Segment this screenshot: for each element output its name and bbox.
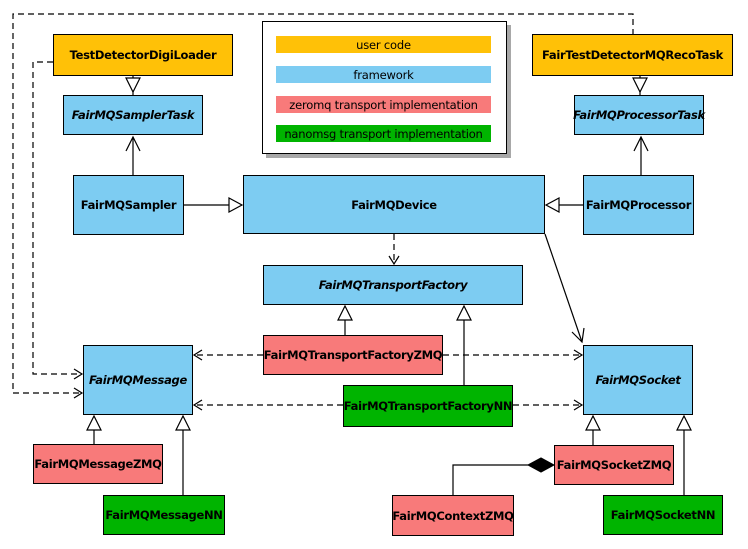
- edge-socketnn-socket: [676, 414, 692, 495]
- edge-device-socket: [544, 233, 585, 344]
- edge-socketzmq-socket: [585, 414, 601, 445]
- node-fairmqprocessor: FairMQProcessor: [583, 175, 694, 235]
- edge-factorynn-factory: [456, 304, 472, 385]
- legend-label: nanomsg transport implementation: [284, 126, 483, 141]
- edge-factoryzmq-factory: [337, 304, 353, 335]
- edge-messagezmq-message: [86, 414, 102, 444]
- edge-processor-processortask: [633, 135, 649, 175]
- edge-factoryzmq-message-dashed: [192, 349, 263, 361]
- node-fairmqtransportfactorynn: FairMQTransportFactoryNN: [343, 385, 513, 427]
- node-fairmqprocessortask: FairMQProcessorTask: [573, 95, 705, 135]
- node-fairmqsamplertask: FairMQSamplerTask: [63, 95, 203, 135]
- edge-sampler-device: [184, 196, 244, 214]
- node-fairmqmessagenn: FairMQMessageNN: [103, 495, 225, 535]
- node-testdetectordigiloader: TestDetectorDigiLoader: [53, 34, 233, 76]
- node-fairmqcontextzmq: FairMQContextZMQ: [392, 495, 514, 536]
- edge-recotask-processortask: [632, 76, 648, 95]
- edge-messagenn-message: [175, 414, 191, 495]
- legend-item-user-code: user code: [276, 36, 491, 53]
- legend-label: user code: [356, 37, 411, 52]
- node-fairmqtransportfactory: FairMQTransportFactory: [263, 265, 523, 305]
- legend-item-nanomsg: nanomsg transport implementation: [276, 125, 491, 142]
- node-fairmqdevice: FairMQDevice: [243, 175, 545, 234]
- node-fairmqmessage: FairMQMessage: [83, 345, 193, 415]
- node-fairmqsampler: FairMQSampler: [73, 175, 184, 235]
- edge-device-factory-dashed: [388, 234, 400, 266]
- edge-contextzmq-socketzmq: [452, 457, 556, 495]
- edge-factoryzmq-socket-dashed: [443, 349, 584, 361]
- edge-factorynn-message-dashed: [192, 399, 343, 411]
- edge-digiloader-samplertask: [125, 76, 141, 95]
- legend-item-zeromq: zeromq transport implementation: [276, 96, 491, 113]
- legend-item-framework: framework: [276, 66, 491, 83]
- node-fairmqsocketnn: FairMQSocketNN: [603, 495, 723, 535]
- node-fairtestdetectormqrecotask: FairTestDetectorMQRecoTask: [532, 34, 733, 76]
- edge-processor-device: [544, 196, 583, 214]
- edge-sampler-samplertask: [125, 135, 141, 175]
- node-fairmqtransportfactoryzmq: FairMQTransportFactoryZMQ: [263, 335, 443, 375]
- node-fairmqsocketzmq: FairMQSocketZMQ: [554, 445, 674, 485]
- edge-factorynn-socket-dashed: [513, 399, 584, 411]
- node-fairmqmessagezmq: FairMQMessageZMQ: [33, 444, 163, 484]
- legend-label: zeromq transport implementation: [289, 97, 478, 112]
- legend-box: user code framework zeromq transport imp…: [262, 21, 507, 154]
- node-fairmqsocket: FairMQSocket: [583, 345, 693, 415]
- legend-label: framework: [353, 67, 414, 82]
